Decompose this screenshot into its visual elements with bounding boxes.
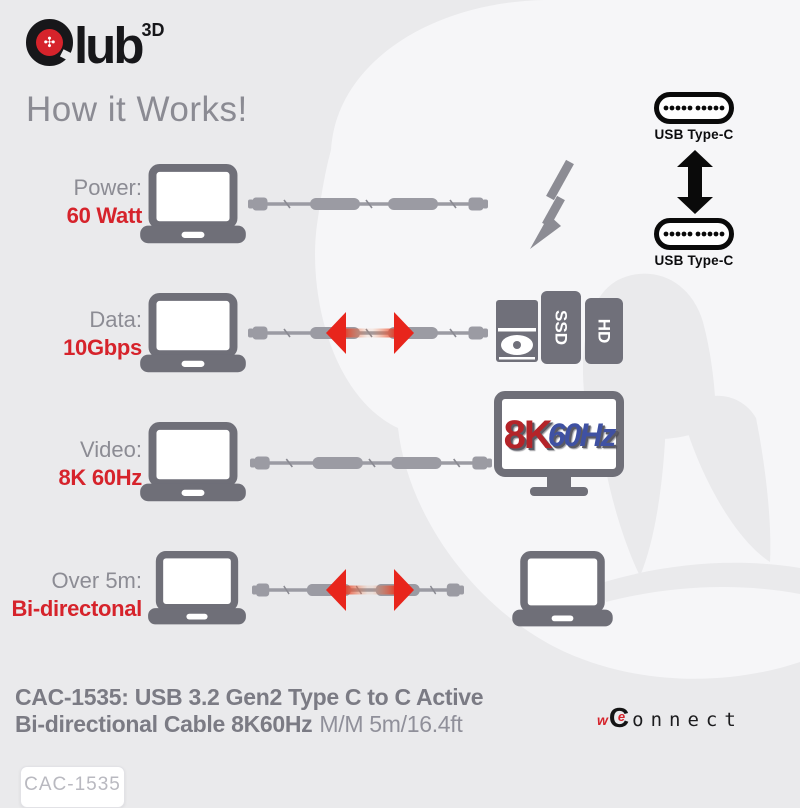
data-flow-arrows-icon [326,312,414,354]
resolution-text: 8K [503,412,553,457]
row-power-label: Power: 60 Watt [66,175,143,228]
ssd-label: SSD [552,310,571,345]
laptop-icon [140,293,246,374]
refresh-rate-text: 60Hz [547,416,617,453]
row-data-label: Data: 10Gbps [63,307,142,360]
club3d-logo-text: lub [74,17,145,74]
club3d-logo-c-ring: ✣ [26,19,77,66]
row-video-label: Video: 8K 60Hz [58,437,143,490]
product-description: CAC-1535: USB 3.2 Gen2 Type C to C Activ… [15,684,484,738]
usb-type-c-label-top: USB Type-C [654,127,734,142]
data-flow-arrows-icon [326,569,414,611]
active-cable-icon [248,190,488,218]
external-drive-icon [496,300,538,362]
usb-type-c-connector-icon [654,92,734,124]
club3d-clover-icon: ✣ [36,29,63,56]
hd-label: HD [595,319,614,344]
laptop-icon [148,551,246,626]
active-cable-icon [250,449,492,477]
row-over5m-label: Over 5m: Bi-directonal [11,568,142,621]
ssd-drive-icon: SSD [541,291,581,364]
sku-tab: CAC-1535 [20,766,125,808]
club3d-logo: ✣ lub3D [26,16,165,75]
usb-type-c-connector-icon [654,218,734,250]
page-title: How it Works! [26,90,248,129]
monitor-screen-text: 8K 60Hz [502,404,617,466]
monitor-icon [494,391,624,496]
hd-drive-icon: HD [585,298,623,364]
laptop-icon [140,164,246,245]
lightning-bolt-icon [530,159,574,249]
product-title-line1: CAC-1535: USB 3.2 Gen2 Type C to C Activ… [15,684,484,710]
laptop-icon [140,422,246,503]
laptop-icon [512,551,613,628]
usb-type-c-label-bottom: USB Type-C [654,253,734,268]
bidirectional-vertical-arrow-icon [677,150,713,214]
club3d-logo-3d: 3D [141,20,165,40]
